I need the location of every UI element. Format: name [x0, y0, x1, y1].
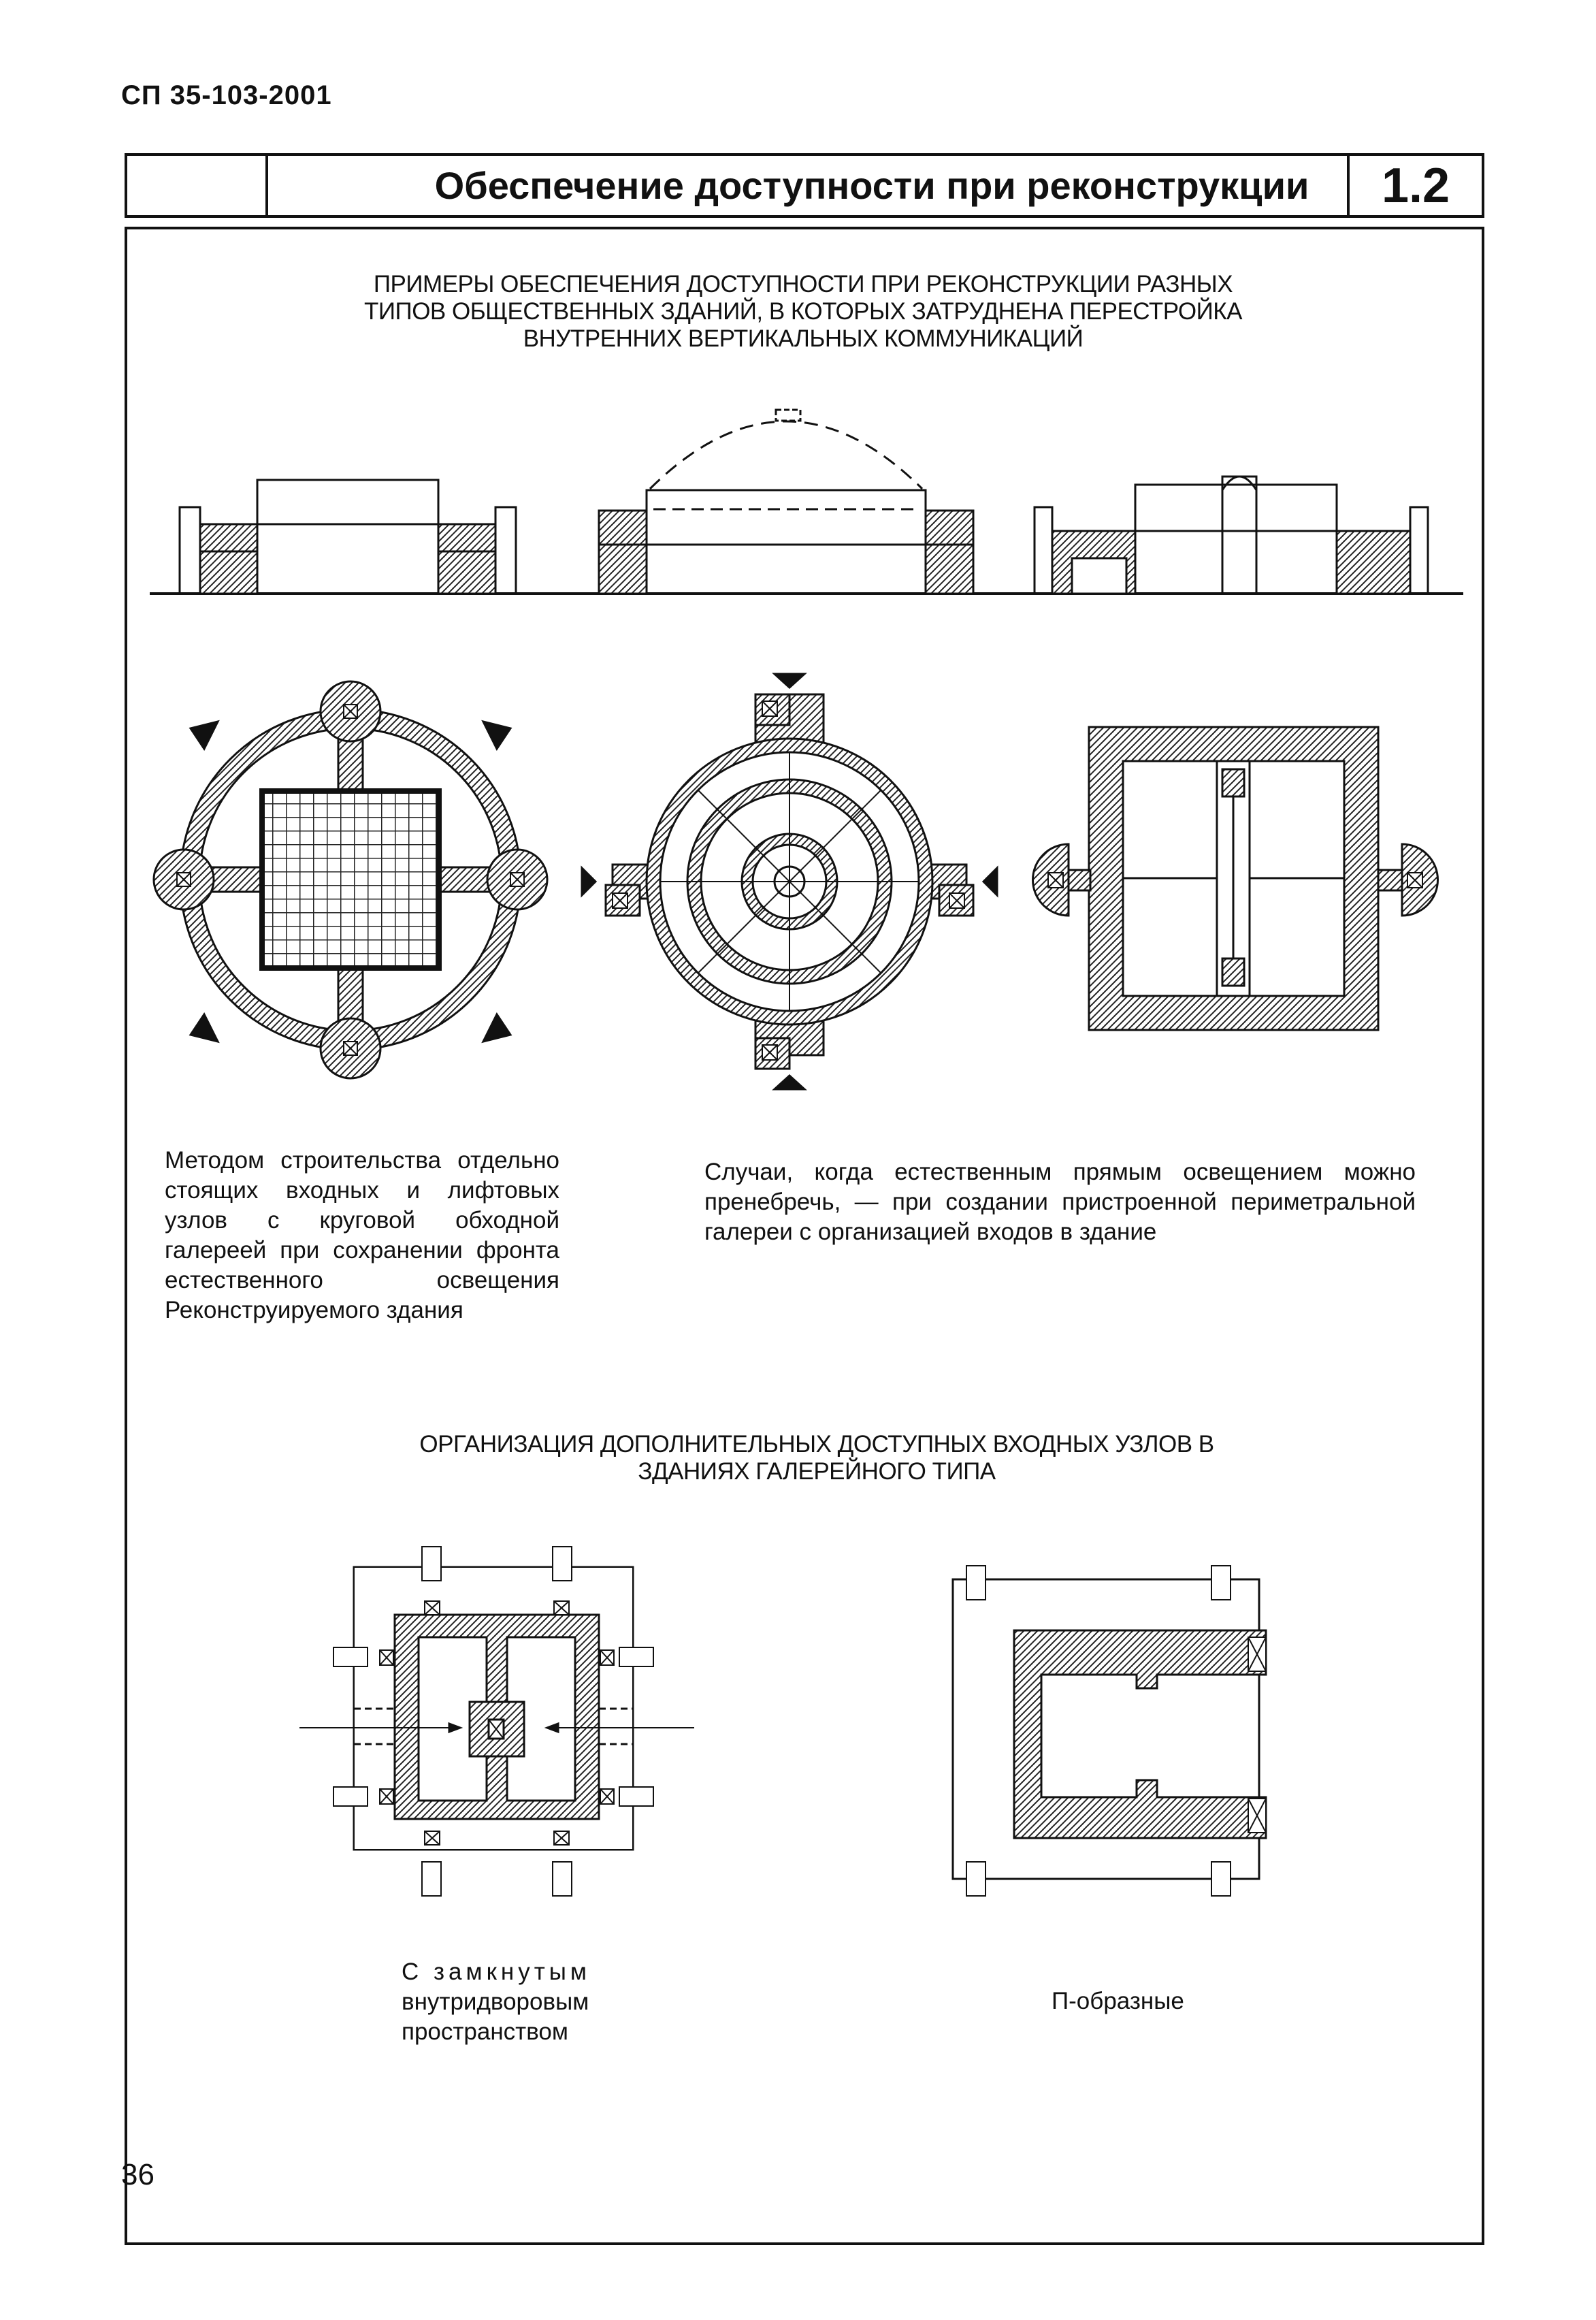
section1-heading-line: ПРИМЕРЫ ОБЕСПЕЧЕНИЯ ДОСТУПНОСТИ ПРИ РЕКО… [373, 271, 1233, 297]
plan-closed-courtyard [299, 1546, 694, 1897]
right-description: Случаи, когда естественным прямым освеще… [704, 1159, 1416, 1245]
plan-circular-gallery [152, 680, 549, 1080]
closed-courtyard-caption: С замкнутым внутридворовым пространством [402, 1957, 687, 2047]
section1-heading-line: ТИПОВ ОБЩЕСТВЕННЫХ ЗДАНИЙ, В КОТОРЫХ ЗАТ… [364, 298, 1242, 325]
plan-perimeter-gallery [1032, 726, 1439, 1031]
section2-heading-line: ЗДАНИЯХ ГАЛЕРЕЙНОГО ТИПА [638, 1458, 996, 1485]
elevation-2 [598, 408, 975, 595]
u-shaped-caption: П-образные [1052, 1988, 1184, 2014]
section2-heading: ОРГАНИЗАЦИЯ ДОПОЛНИТЕЛЬНЫХ ДОСТУПНЫХ ВХО… [238, 1431, 1395, 1485]
elevation-3 [1033, 475, 1429, 595]
document-code: СП 35-103-2001 [121, 80, 332, 110]
section1-heading-line: ВНУТРЕННИХ ВЕРТИКАЛЬНЫХ КОММУНИКАЦИЙ [523, 325, 1084, 352]
caption-line: пространством [402, 2018, 568, 2045]
left-description: Методом строительства отдельно стоящих в… [165, 1147, 559, 1323]
caption-line: С замкнутым [402, 1959, 591, 1985]
plan-u-shaped [951, 1565, 1267, 1897]
caption-line: внутридворовым [402, 1988, 589, 2015]
page-number: 36 [121, 2158, 154, 2191]
header-empty-cell [127, 156, 268, 215]
section-header: Обеспечение доступности при реконструкци… [125, 153, 1484, 218]
elevation-1 [178, 479, 517, 595]
content-frame [125, 227, 1484, 2245]
elevations [150, 408, 1463, 595]
section2-heading-line: ОРГАНИЗАЦИЯ ДОПОЛНИТЕЛЬНЫХ ДОСТУПНЫХ ВХО… [419, 1431, 1214, 1457]
section1-heading: ПРИМЕРЫ ОБЕСПЕЧЕНИЯ ДОСТУПНОСТИ ПРИ РЕКО… [204, 271, 1402, 353]
section-number: 1.2 [1347, 156, 1482, 215]
section-title: Обеспечение доступности при реконструкци… [434, 164, 1309, 207]
plan-round-building [581, 673, 998, 1091]
